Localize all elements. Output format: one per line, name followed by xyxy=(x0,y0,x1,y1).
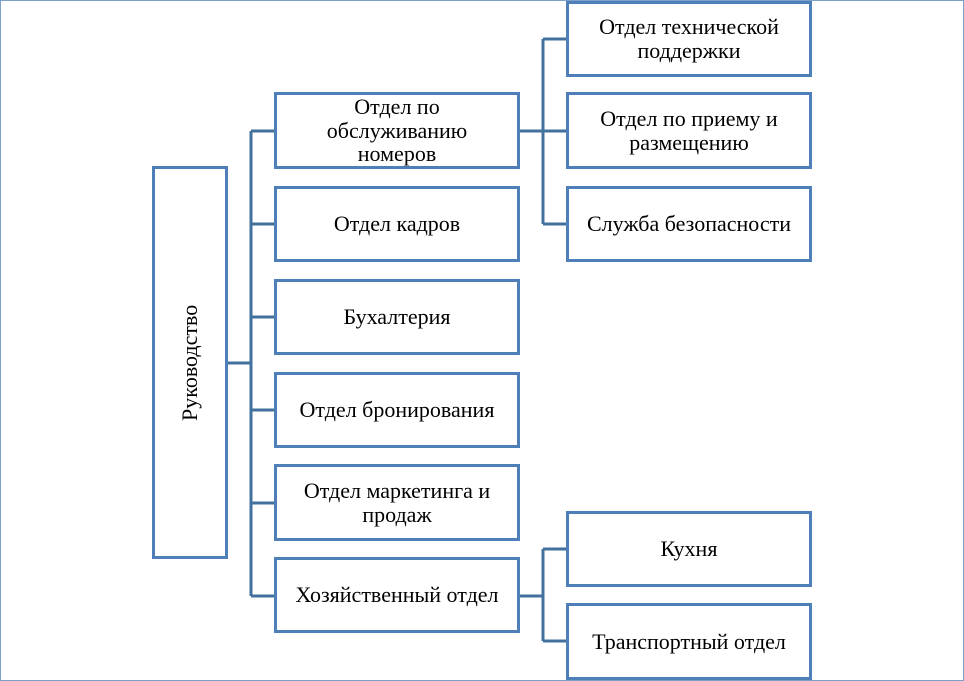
dept-room-service: Отдел по обслуживанию номеров xyxy=(274,92,520,169)
subdept-label: Служба безопасности xyxy=(586,211,791,237)
dept-label: Отдел кадров xyxy=(333,211,461,237)
dept-accounting: Бухалтерия xyxy=(274,279,520,355)
dept-household: Хозяйственный отдел xyxy=(274,557,520,633)
dept-label: Бухалтерия xyxy=(343,304,451,330)
subdept-reception: Отдел по приему и размещению xyxy=(566,92,812,169)
dept-booking: Отдел бронирования xyxy=(274,372,520,448)
subdept-tech-support: Отдел технической поддержки xyxy=(566,1,812,77)
dept-label: Отдел по обслуживанию номеров xyxy=(326,93,468,167)
dept-hr: Отдел кадров xyxy=(274,186,520,262)
subdept-kitchen: Кухня xyxy=(566,511,812,587)
subdept-security: Служба безопасности xyxy=(566,186,812,262)
subdept-label: Кухня xyxy=(660,536,718,562)
dept-label: Отдел маркетинга и продаж xyxy=(303,477,491,527)
subdept-label: Отдел технической поддержки xyxy=(599,14,779,63)
subdept-label: Отдел по приему и размещению xyxy=(600,105,778,155)
root-box-management: Руководство xyxy=(152,166,228,559)
dept-label: Хозяйственный отдел xyxy=(295,582,499,608)
dept-marketing: Отдел маркетинга и продаж xyxy=(274,464,520,541)
subdept-label: Транспортный отдел xyxy=(592,628,786,654)
root-label: Руководство xyxy=(177,304,203,421)
subdept-transport: Транспортный отдел xyxy=(566,603,812,680)
dept-label: Отдел бронирования xyxy=(299,397,495,423)
